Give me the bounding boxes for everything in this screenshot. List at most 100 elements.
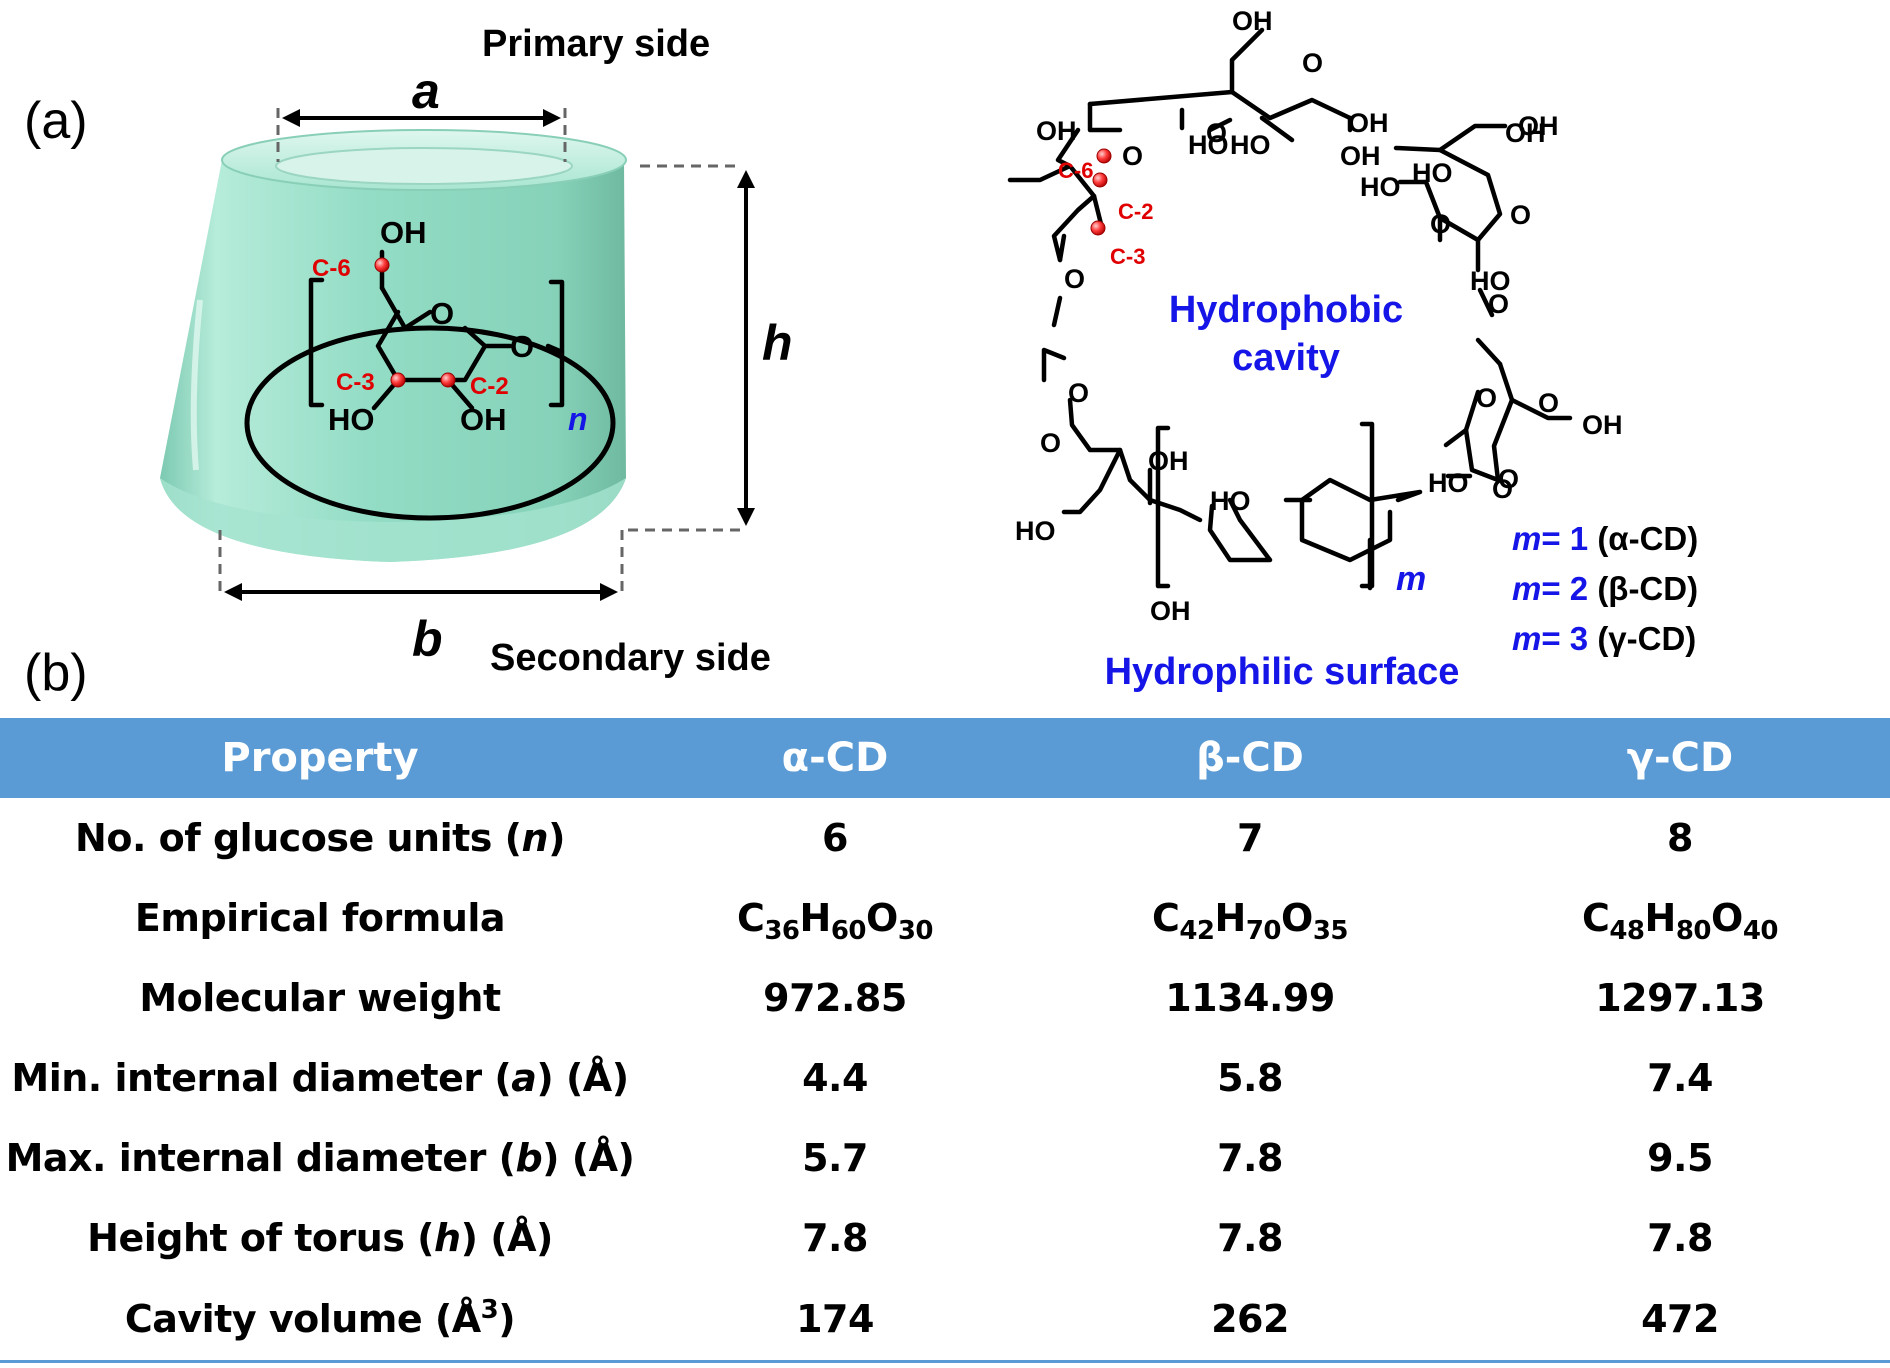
monomer-ring-oxygen: O	[430, 296, 454, 331]
table-row: Min. internal diameter (a) (Å) 4.4 5.8 7.4	[0, 1038, 1890, 1118]
monomer-c2-label: C-2	[470, 373, 509, 400]
ring-atom-ho: HO	[1412, 158, 1453, 188]
ring-atom-o: O	[1068, 378, 1089, 408]
repeat-n-label: n	[568, 401, 588, 437]
panel-b-label: (b)	[24, 644, 88, 702]
monomer-oh-top: OH	[380, 215, 427, 250]
monomer-oh-right: OH	[460, 402, 507, 437]
property-value: 5.7	[802, 1136, 868, 1180]
dimension-h-label: h	[762, 315, 793, 371]
ring-atom-o: O	[1510, 200, 1531, 230]
ring-atom-ho: HO	[1360, 172, 1401, 202]
glucose-monomer	[308, 249, 565, 411]
property-value: 4.4	[802, 1056, 868, 1100]
property-value: 7.8	[1217, 1136, 1283, 1180]
ring-atom-oh: OH	[1036, 116, 1077, 146]
ring-atom-oh: OH	[1150, 596, 1191, 626]
property-value: 1297.13	[1595, 976, 1765, 1020]
ring-atom-o: O	[1498, 464, 1519, 494]
ring-atom-oh: OH	[1340, 141, 1381, 171]
hydrophilic-surface-label: Hydrophilic surface	[1105, 651, 1460, 693]
property-value: 1134.99	[1165, 976, 1335, 1020]
ring-atom-ho: HO	[1015, 516, 1056, 546]
legend-beta: m= 2 (β-CD)	[1512, 570, 1698, 607]
ring-atom-ho: HO	[1230, 130, 1271, 160]
ring-atom-o: O	[1430, 209, 1451, 239]
property-value: 7	[1237, 816, 1263, 860]
legend-gamma: m= 3 (γ-CD)	[1512, 620, 1696, 657]
property-label: Height of torus (h) (Å)	[87, 1216, 553, 1260]
ring-atom-ho: HO	[1210, 486, 1251, 516]
property-label: Empirical formula	[134, 896, 506, 940]
monomer-ho-left: HO	[328, 402, 375, 437]
panel-a-label: (a)	[24, 92, 88, 150]
property-value: 472	[1470, 1278, 1890, 1363]
ring-atom-oh: OH	[1348, 108, 1389, 138]
hydrophobic-cavity-label-line1: Hydrophobic	[1169, 289, 1403, 331]
cyclodextrin-ring-atoms: OHOOHHOOHHOOHOOOHOOHHOOOOHOOHOOHOOHOOOHO…	[1015, 6, 1623, 626]
ring-c6-label: C-6	[1058, 158, 1093, 183]
table-row: Empirical formula C36H60O30 C42H70O35 C48H8…	[0, 878, 1890, 958]
ring-atom-ho: HO	[1188, 130, 1229, 160]
header-gamma-cd: γ-CD	[1470, 718, 1890, 798]
ring-atom-o: O	[1206, 118, 1227, 148]
property-value: 6	[822, 816, 848, 860]
property-label: Min. internal diameter (a) (Å)	[11, 1056, 629, 1100]
table-header-row: Property α-CD β-CD γ-CD	[0, 718, 1890, 798]
property-label: No. of glucose units (n)	[75, 816, 565, 860]
ring-atom-o: O	[1040, 428, 1061, 458]
ring-atom-oh: OH	[1505, 118, 1546, 148]
cyclodextrin-figure: (a) (b) Primary side Secondary side a b …	[24, 6, 1698, 702]
property-value: 174	[640, 1278, 1030, 1363]
property-value: 7.4	[1647, 1056, 1713, 1100]
property-value: 8	[1667, 816, 1693, 860]
ring-atom-oh: OH	[1582, 410, 1623, 440]
property-value: 9.5	[1647, 1136, 1713, 1180]
cyclodextrin-ring-bonds	[1007, 27, 1573, 591]
monomer-link-oxygen: O	[510, 329, 534, 364]
property-value: C36H60O30	[736, 896, 934, 946]
dimension-lines	[218, 108, 755, 601]
ring-atom-o: O	[1064, 264, 1085, 294]
ring-atom-oh: OH	[1518, 111, 1559, 141]
ring-atom-o: O	[1488, 289, 1509, 319]
ring-c3-label: C-3	[1110, 244, 1145, 269]
dimension-a-label: a	[412, 63, 440, 119]
table-row: Molecular weight 972.85 1134.99 1297.13	[0, 958, 1890, 1038]
property-value: 7.8	[1647, 1216, 1713, 1260]
property-label: Max. internal diameter (b) (Å)	[5, 1136, 635, 1180]
header-beta-cd: β-CD	[1030, 718, 1470, 798]
property-label: Molecular weight	[139, 976, 501, 1020]
monomer-c6-label: C-6	[312, 255, 351, 282]
properties-table: Property α-CD β-CD γ-CD No. of glucose u…	[0, 718, 1890, 1363]
property-value: 262	[1030, 1278, 1470, 1363]
ring-atom-o: O	[1538, 388, 1559, 418]
ring-atom-o: O	[1122, 141, 1143, 171]
primary-side-label: Primary side	[482, 23, 710, 65]
monomer-c3-label: C-3	[336, 369, 375, 396]
dimension-b-label: b	[412, 611, 443, 667]
cyclodextrin-torus	[160, 129, 627, 562]
header-alpha-cd: α-CD	[640, 718, 1030, 798]
legend-alpha: m= 1 (α-CD)	[1512, 520, 1698, 557]
ring-atom-ho: HO	[1428, 468, 1469, 498]
ring-atom-o: O	[1476, 383, 1497, 413]
hydrophobic-cavity-label-line2: cavity	[1232, 337, 1340, 379]
secondary-side-label: Secondary side	[490, 637, 771, 679]
table-row: No. of glucose units (n) 6 7 8	[0, 798, 1890, 878]
property-value: 972.85	[763, 976, 907, 1020]
ring-atom-oh: OH	[1232, 6, 1273, 36]
properties-table-container: Property α-CD β-CD γ-CD No. of glucose u…	[0, 718, 1890, 1363]
ring-atom-o: O	[1492, 474, 1513, 504]
ring-atom-ho: HO	[1470, 266, 1511, 296]
property-value: 5.8	[1217, 1056, 1283, 1100]
repeat-legend: m= 1 (α-CD) m= 2 (β-CD) m= 3 (γ-CD)	[1512, 520, 1698, 657]
header-property: Property	[0, 718, 640, 798]
property-value: C42H70O35	[1151, 896, 1349, 946]
repeat-m-label: m	[1396, 560, 1426, 598]
table-row: Max. internal diameter (b) (Å) 5.7 7.8 9.5	[0, 1118, 1890, 1198]
ring-atom-o: O	[1302, 48, 1323, 78]
property-value: C48H80O40	[1581, 896, 1779, 946]
